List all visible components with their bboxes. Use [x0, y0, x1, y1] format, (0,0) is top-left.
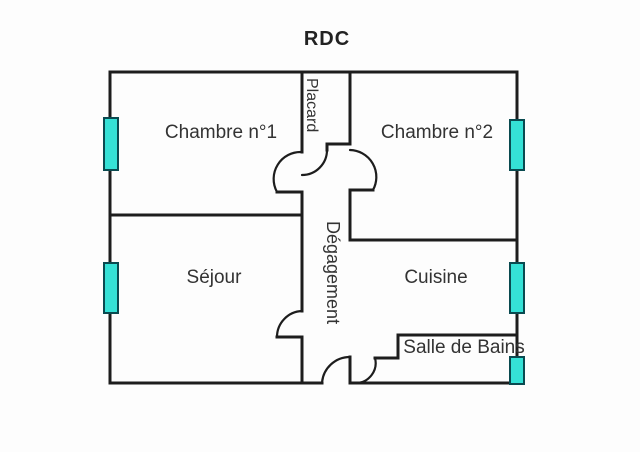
outer-walls [108, 70, 519, 385]
salle-de-bains-door-arc [354, 356, 377, 385]
room-label-cuisine: Cuisine [404, 267, 467, 288]
room-label-salle-de-bains: Salle de Bains [403, 337, 524, 358]
chambre1-window-icon [103, 117, 119, 171]
sejour-window-icon [103, 262, 119, 314]
room-label-chambre2: Chambre n°2 [381, 122, 493, 143]
room-label-degagement: Dégagement [323, 221, 343, 324]
room-label-chambre1: Chambre n°1 [165, 122, 277, 143]
chambre1-door-arc [272, 150, 304, 194]
salle-de-bains-window-icon [509, 356, 525, 385]
room-label-sejour: Séjour [187, 267, 243, 288]
chambre2-window-icon [509, 119, 525, 171]
cuisine-window-icon [509, 262, 525, 314]
placard-door-leaf [325, 142, 352, 152]
chambre2-door-arc [348, 148, 378, 192]
sejour-door-arc [275, 309, 304, 339]
floor-title: RDC [304, 28, 350, 50]
room-label-placard: Placard [303, 78, 320, 132]
entrance-door-arc [320, 355, 352, 385]
placard-door-arc [300, 148, 329, 177]
